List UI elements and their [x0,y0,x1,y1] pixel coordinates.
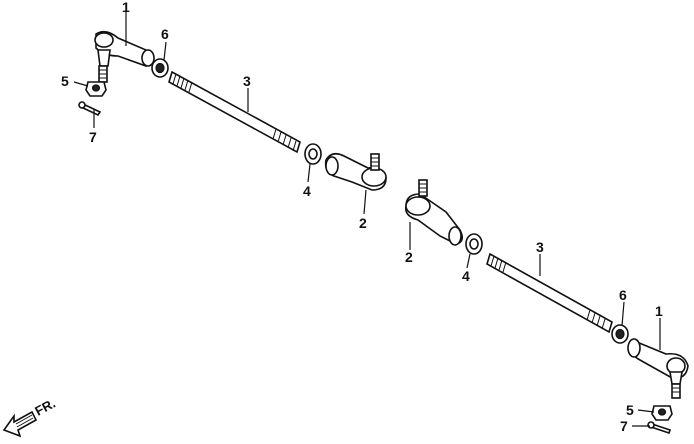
callout-3-right: 3 [536,239,544,255]
callout-7-right: 7 [620,418,628,434]
tie-rod-end-outer-right [627,338,689,399]
callout-6-right: 6 [619,287,627,303]
cotter-pin-left [78,101,102,117]
front-arrow-icon [2,410,38,438]
jam-nut-left [304,143,322,165]
castle-nut-right [651,405,673,421]
lock-nut-right [611,324,629,344]
front-direction-label: FR. [32,396,58,419]
tie-rod-left [168,70,301,154]
callout-1-left: 1 [122,0,130,15]
tie-rod-end-outer-left [94,30,155,83]
front-direction-indicator: FR. [2,396,58,438]
callout-6-left: 6 [161,26,169,42]
cotter-pin-right [647,421,672,435]
callout-3-left: 3 [243,73,251,89]
lock-nut-left [151,58,169,78]
leader-lines [73,12,661,427]
tie-rod-end-inner-left [324,152,387,191]
callout-4-right: 4 [462,268,470,284]
callout-1-right: 1 [655,303,663,319]
callout-2-left: 2 [359,215,367,231]
jam-nut-right [465,233,483,255]
tie-rod-right [486,252,613,334]
callout-4-left: 4 [303,183,311,199]
callout-7-left: 7 [89,129,97,145]
callout-2-right: 2 [405,249,413,265]
callout-5-left: 5 [61,73,69,89]
tie-rod-end-inner-right [404,179,464,246]
castle-nut-left [85,81,107,97]
callout-5-right: 5 [626,402,634,418]
